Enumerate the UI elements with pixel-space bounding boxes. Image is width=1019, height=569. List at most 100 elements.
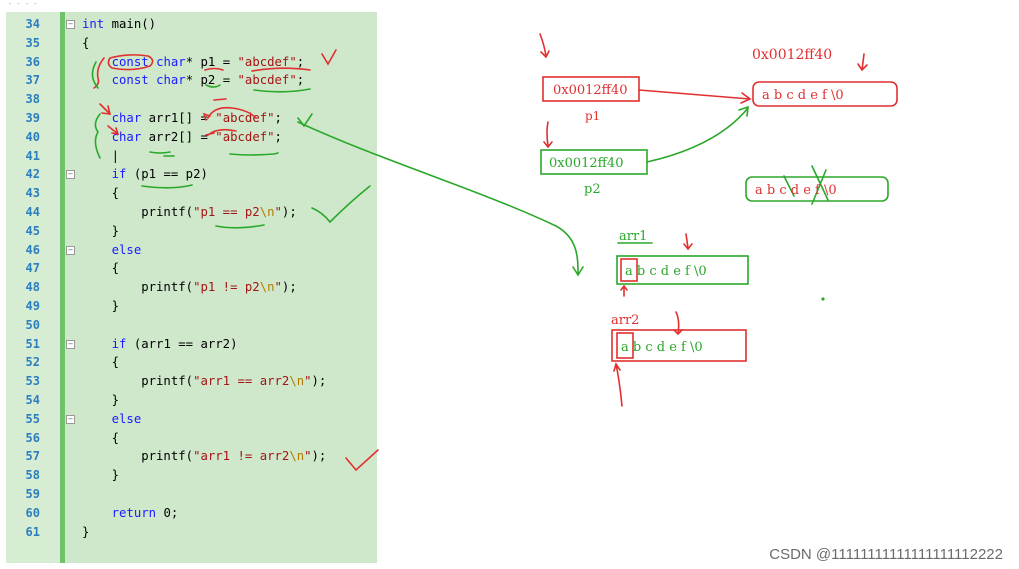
green-dot [821, 297, 825, 301]
fold-toggle-icon[interactable]: − [66, 170, 75, 180]
line-number: 59 [25, 487, 40, 501]
code-line[interactable]: { [82, 35, 90, 50]
fold-toggle-icon[interactable]: − [66, 339, 75, 349]
green-underline-if [141, 184, 193, 189]
code-line[interactable]: } [82, 223, 120, 238]
arr2-first-cell [616, 332, 634, 359]
line-number: 60 [25, 505, 40, 520]
line-number: 37 [25, 73, 40, 88]
line-number: 53 [25, 374, 40, 389]
code-line[interactable]: else [111, 242, 142, 257]
strike-mark-2 [811, 165, 829, 205]
line-number: 48 [25, 280, 40, 295]
arr2-label: arr2 [611, 313, 639, 328]
red-underline-p1 [204, 67, 224, 71]
green-connector-arr1 [297, 121, 584, 277]
csdn-watermark: CSDN @11111111111111111112222 [769, 546, 1003, 563]
arr1-chars: a b c d e f \0 [625, 264, 707, 279]
line-number: 34 [25, 17, 40, 31]
red-circle-const [107, 54, 154, 71]
green-brace-top [91, 61, 99, 89]
line-number: 54 [25, 393, 40, 407]
code-line[interactable]: } [82, 524, 90, 539]
line-number: 47 [25, 261, 40, 276]
red-down-arrow-literal [857, 53, 868, 72]
line-number: 35 [25, 35, 40, 50]
top-address-label: 0x0012ff40 [752, 47, 832, 63]
code-line[interactable]: } [82, 299, 120, 313]
code-line[interactable]: { [82, 355, 120, 370]
top-fragment: - - - - [8, 0, 38, 8]
code-line[interactable]: const char* p1 = "abcdef"; [111, 54, 305, 69]
fold-toggle-icon[interactable]: − [66, 245, 75, 255]
red-arrow-p1-head [539, 33, 550, 59]
code-line[interactable]: } [82, 393, 120, 407]
line-number: 55 [25, 411, 40, 426]
code-line[interactable]: printf("p1 == p2\n"); [82, 205, 297, 219]
line-number: 61 [25, 524, 40, 539]
line-number: 39 [25, 111, 40, 125]
red-arrow-arr2 [107, 125, 120, 136]
code-line[interactable]: if (p1 == p2) [111, 167, 208, 182]
red-bracket-arr1 [202, 106, 257, 121]
change-indicator-bar [60, 12, 65, 563]
code-line[interactable]: const char* p2 = "abcdef"; [111, 73, 305, 88]
code-line[interactable]: printf("arr1 != arr2\n"); [82, 449, 327, 464]
line-number: 41 [25, 148, 40, 163]
fold-toggle-icon[interactable]: − [66, 20, 75, 29]
fold-toggle-icon[interactable]: − [66, 414, 75, 424]
line-number: 52 [25, 355, 40, 370]
code-line[interactable]: | [82, 148, 120, 163]
code-line[interactable]: } [82, 468, 120, 483]
code-line[interactable]: { [82, 186, 120, 201]
red-up-arrow-arr1 [620, 284, 628, 297]
red-down-arrow-arr2 [673, 311, 683, 336]
line-number: 57 [25, 449, 40, 464]
code-line[interactable]: char arr1[] = "abcdef"; [111, 111, 282, 125]
literal-text: a b c d e f \0 [762, 88, 844, 103]
line-number: 38 [25, 92, 40, 107]
crossed-literal-text: a b c d e f \0 [755, 183, 837, 198]
strike-mark-1 [783, 175, 795, 197]
code-line[interactable]: return 0; [111, 505, 179, 520]
line-number: 42 [25, 167, 40, 182]
p1-label: p1 [585, 109, 600, 123]
code-editor[interactable]: 34−int main()35{36 const char* p1 = "abc… [6, 12, 377, 563]
arr2-box [611, 329, 747, 362]
arr1-label: arr1 [619, 229, 647, 244]
green-underline-arr2b [229, 152, 279, 156]
green-mark-p2 [205, 84, 221, 88]
arr2-chars: a b c d e f \0 [621, 340, 703, 355]
red-arrow-p2-head [543, 121, 553, 149]
red-line-under [213, 98, 227, 101]
line-number: 46 [25, 242, 40, 257]
line-number: 51 [25, 336, 40, 351]
p1-box [542, 76, 640, 102]
red-down-arrow-arr1 [683, 233, 693, 251]
code-line[interactable]: { [82, 430, 120, 445]
green-underline-abcdef2 [253, 88, 311, 93]
line-number-gutter [6, 12, 62, 563]
green-underline-printf [215, 224, 265, 229]
line-number: 50 [25, 317, 40, 332]
arr1-first-cell [620, 258, 638, 282]
code-line[interactable]: printf("p1 != p2\n"); [82, 280, 297, 295]
line-number: 36 [25, 54, 40, 69]
green-check-printf [311, 185, 371, 224]
code-line[interactable]: if (arr1 == arr2) [111, 336, 238, 351]
literal-box [752, 81, 898, 107]
line-number: 58 [25, 468, 40, 483]
code-line[interactable]: int main() [82, 17, 157, 31]
line-number: 45 [25, 223, 40, 238]
line-number: 49 [25, 299, 40, 313]
green-check-arr1 [297, 113, 313, 128]
p2-address-text: 0x0012ff40 [549, 156, 623, 171]
code-line[interactable]: char arr2[] = "abcdef"; [111, 129, 282, 144]
arr1-box [616, 255, 749, 285]
p2-label: p2 [584, 182, 601, 197]
line-number: 44 [25, 205, 40, 219]
code-line[interactable]: { [82, 261, 120, 276]
code-line[interactable]: else [111, 411, 142, 426]
code-line[interactable]: printf("arr1 == arr2\n"); [82, 374, 327, 389]
